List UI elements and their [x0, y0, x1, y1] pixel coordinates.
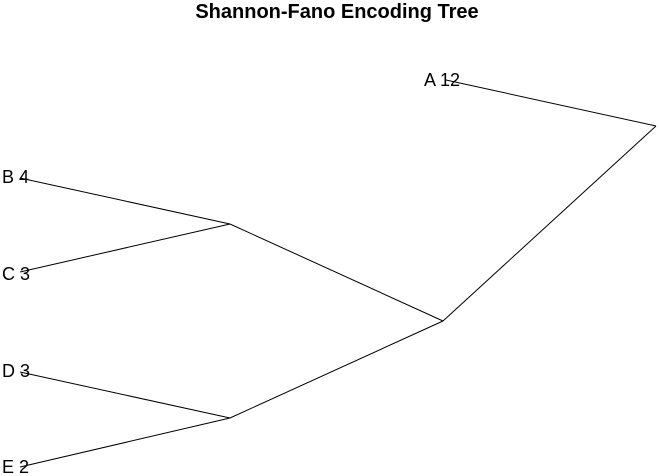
tree-edges — [19, 79, 657, 468]
leaf-label-a: A 12 — [424, 70, 460, 90]
leaf-label-d: D 3 — [2, 361, 30, 381]
edge-root-to-node-bcde — [442, 125, 657, 322]
edge-node-bcde-to-node-de — [229, 320, 444, 419]
edge-node-bc-to-leaf-c — [19, 223, 231, 273]
edge-root-to-leaf-a — [445, 79, 657, 127]
diagram-title: Shannon-Fano Encoding Tree — [195, 1, 478, 23]
edge-node-de-to-leaf-d — [19, 371, 231, 419]
edge-node-de-to-leaf-e — [19, 417, 231, 468]
leaf-label-c: C 3 — [2, 264, 30, 284]
edge-node-bcde-to-node-bc — [229, 223, 444, 322]
leaf-labels: A 12 B 4 C 3 D 3 E 2 — [2, 70, 460, 476]
leaf-label-b: B 4 — [2, 167, 29, 187]
leaf-label-e: E 2 — [2, 457, 29, 476]
edge-node-bc-to-leaf-b — [19, 177, 231, 225]
